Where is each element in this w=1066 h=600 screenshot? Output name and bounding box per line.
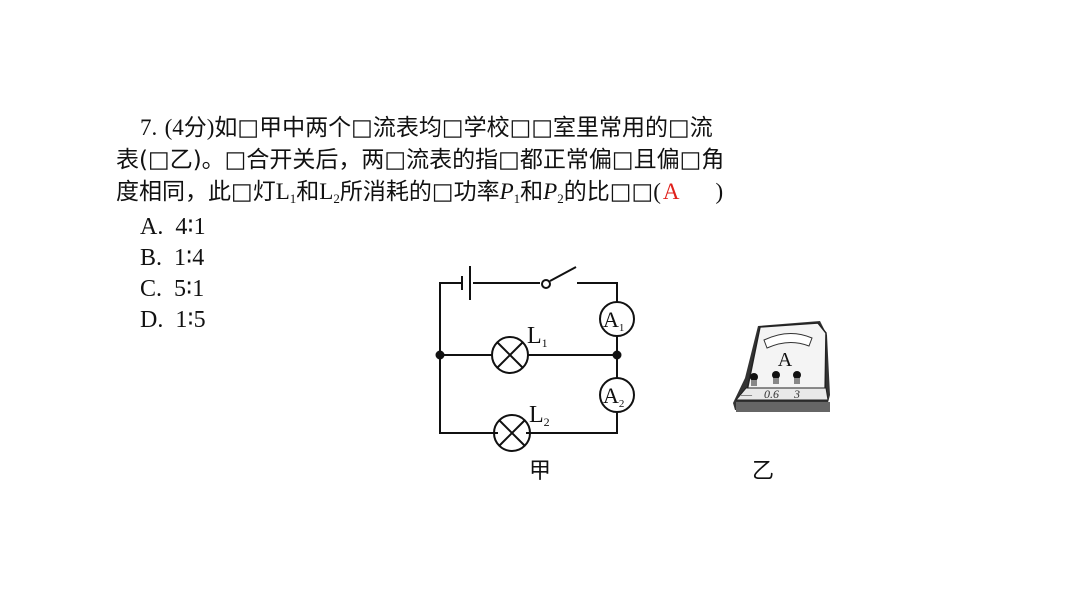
circuit-diagram-jia	[435, 266, 635, 452]
option-c: C. 5∶1	[140, 275, 204, 303]
symbol-L: L	[319, 179, 334, 204]
paren-open: (	[653, 179, 661, 204]
caption-jia: 甲	[529, 459, 551, 484]
label-l1: L1	[527, 323, 548, 350]
junction-dot	[612, 350, 622, 360]
option-label: A.	[140, 214, 164, 240]
conjunction: 和	[296, 179, 320, 205]
meter-letter: A	[778, 349, 793, 371]
question-text-1: 如□甲中两个□流表均□学校□□室里常用的□流	[214, 115, 713, 141]
conjunction: 和	[520, 179, 544, 205]
caption-yi: 乙	[752, 459, 774, 484]
terminal-3: 3	[793, 387, 800, 401]
terminal-0-6: 0.6	[764, 387, 779, 401]
circuit-labels: L1 L2 A1 A2 甲 乙	[527, 307, 774, 484]
question-text-3b: 所消耗的□功率	[339, 179, 500, 205]
ammeter-a2-icon	[599, 377, 635, 413]
question-text-3c: 的比□□	[563, 179, 654, 205]
option-value: 4∶1	[175, 214, 206, 240]
label-l2: L2	[529, 402, 550, 429]
option-b: B. 1∶4	[140, 244, 204, 272]
junction-dot	[435, 350, 445, 360]
option-label: C.	[140, 276, 163, 302]
question-line-2: 表(□乙)。□合开关后，两□流表的指□都正常偏□且偏□角	[116, 145, 724, 175]
option-label: B.	[140, 245, 163, 271]
option-value: 1∶4	[174, 245, 205, 271]
symbol-P: P	[543, 179, 558, 204]
symbol-P: P	[499, 179, 514, 204]
terminals	[750, 371, 801, 386]
answer: A	[662, 179, 680, 204]
battery-icon	[461, 266, 471, 300]
terminal-negative: —	[740, 389, 753, 401]
question-points: (4分)	[164, 115, 215, 140]
subscript: 2	[333, 191, 340, 206]
symbol-L: L	[275, 179, 290, 204]
ammeter-device-yi: A — 0.6 3	[733, 321, 830, 412]
answer-bracket: (A)	[653, 179, 723, 204]
label-a1: A1	[603, 307, 624, 334]
question-line-3: 度相同，此□灯L1和L2所消耗的□功率P1和P2的比□□(A)	[116, 177, 723, 207]
question-text-3a: 度相同，此□灯	[116, 179, 276, 205]
option-value: 1∶5	[175, 307, 206, 333]
ammeter-a1-icon	[599, 301, 635, 337]
switch-icon	[541, 266, 577, 289]
question-line-1: 7. (4分)如□甲中两个□流表均□学校□□室里常用的□流	[140, 113, 713, 143]
option-a: A. 4∶1	[140, 213, 206, 241]
question-number: 7.	[140, 115, 158, 140]
subscript: 1	[513, 191, 521, 206]
subscript: 1	[289, 191, 297, 206]
subscript: 2	[557, 191, 564, 206]
option-label: D.	[140, 307, 164, 333]
option-d: D. 1∶5	[140, 306, 206, 334]
option-value: 5∶1	[174, 276, 205, 302]
lamp-l2-icon	[493, 414, 531, 452]
paren-close: )	[715, 179, 724, 204]
label-a2: A2	[603, 383, 624, 410]
meter-scale	[763, 333, 813, 349]
lamp-l1-icon	[491, 336, 529, 374]
question-text-2: 表(□乙)。□合开关后，两□流表的指□都正常偏□且偏□角	[116, 147, 725, 173]
